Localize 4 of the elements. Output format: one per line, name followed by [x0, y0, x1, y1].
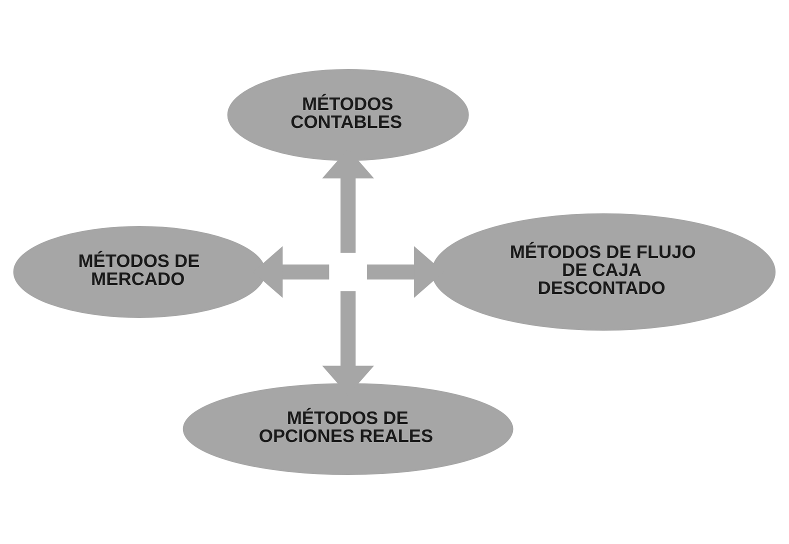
node-ellipse: MÉTODOS DE OPCIONES REALES: [182, 383, 514, 475]
node-ellipse: MÉTODOS DE MERCADO: [13, 226, 266, 318]
node-ellipse: MÉTODOS DE FLUJO DE CAJA DESCONTADO: [432, 213, 776, 331]
node-ellipse: MÉTODOS CONTABLES: [227, 69, 469, 161]
